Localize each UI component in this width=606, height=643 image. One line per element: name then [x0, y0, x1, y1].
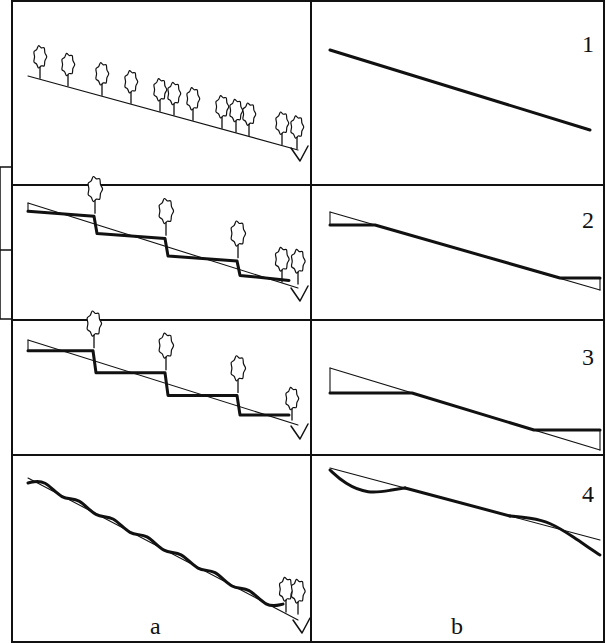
- tree-trunk: [291, 409, 292, 420]
- row-divider: [12, 454, 604, 456]
- fill-edge: [599, 430, 600, 450]
- tree-trunk: [285, 600, 286, 612]
- fill-edge: [599, 278, 600, 290]
- tree-crown: [230, 99, 243, 121]
- tree-crown: [168, 82, 181, 104]
- tree-crown: [286, 387, 299, 409]
- tree-trunk: [173, 104, 174, 115]
- undulating-profile: [28, 481, 283, 605]
- original-slope: [330, 368, 600, 450]
- original-slope: [28, 478, 298, 620]
- slope-line: [28, 76, 298, 150]
- stream-channel: [291, 424, 308, 439]
- tree-trunk: [297, 602, 298, 614]
- fill-edge: [27, 203, 28, 211]
- curved-profile: [330, 470, 405, 492]
- tree-crown: [154, 79, 167, 101]
- tree-crown: [88, 176, 102, 201]
- tree-crown: [291, 579, 305, 603]
- tree-trunk: [159, 100, 160, 111]
- tree-trunk: [296, 137, 297, 148]
- tree-trunk: [237, 380, 238, 393]
- tree-trunk: [130, 92, 131, 103]
- tree-trunk: [281, 133, 282, 144]
- tree-crown: [216, 96, 229, 118]
- tree-crown: [231, 221, 245, 246]
- tree-trunk: [101, 84, 102, 95]
- tree-trunk: [93, 335, 94, 348]
- original-slope: [330, 212, 600, 290]
- tree-trunk: [281, 270, 282, 282]
- column-divider: [310, 1, 312, 642]
- outer-frame: [12, 1, 604, 642]
- fill-edge: [329, 212, 330, 225]
- fill-edge: [27, 340, 28, 351]
- tree-crown: [159, 333, 173, 358]
- tree-crown: [291, 116, 304, 138]
- column-letter: a: [150, 614, 161, 638]
- tree-trunk: [248, 124, 249, 135]
- tree-trunk: [237, 245, 238, 258]
- tree-crown: [125, 71, 138, 93]
- tree-trunk: [165, 357, 166, 370]
- stream-channel: [291, 146, 308, 161]
- curved-profile: [510, 516, 600, 555]
- tree-trunk: [39, 67, 40, 78]
- fill-edge: [329, 368, 330, 393]
- slope-profile: [330, 50, 590, 130]
- stream-channel: [291, 286, 308, 301]
- row-number: 4: [582, 482, 594, 506]
- tree-trunk: [192, 109, 193, 120]
- tree-trunk: [165, 223, 166, 236]
- terrace-profile: [28, 211, 289, 280]
- tree-crown: [159, 199, 173, 224]
- tree-crown: [243, 103, 256, 125]
- tree-crown: [62, 53, 75, 75]
- tree-crown: [231, 356, 245, 381]
- tree-trunk: [297, 272, 298, 284]
- bench-profile: [330, 225, 600, 278]
- tree-crown: [187, 88, 200, 110]
- tree-trunk: [235, 121, 236, 132]
- column-letter: b: [451, 614, 463, 638]
- tree-trunk: [94, 201, 95, 214]
- terrace-profile: [28, 351, 289, 415]
- tree-crown: [34, 46, 47, 68]
- tree-crown: [87, 311, 101, 336]
- edge-box-divider: [0, 249, 12, 251]
- row-number: 2: [582, 208, 594, 232]
- row-number: 1: [582, 32, 594, 56]
- stream-channel: [293, 618, 310, 633]
- tree-crown: [96, 63, 109, 85]
- tree-crown: [279, 577, 293, 601]
- tree-crown: [276, 112, 289, 134]
- tree-crown: [291, 249, 305, 273]
- row-number: 3: [582, 345, 594, 369]
- bench-profile: [330, 393, 600, 430]
- tree-crown: [275, 247, 289, 271]
- tree-trunk: [67, 75, 68, 86]
- tree-trunk: [221, 117, 222, 128]
- curved-profile: [405, 488, 510, 516]
- edge-box: [0, 167, 12, 319]
